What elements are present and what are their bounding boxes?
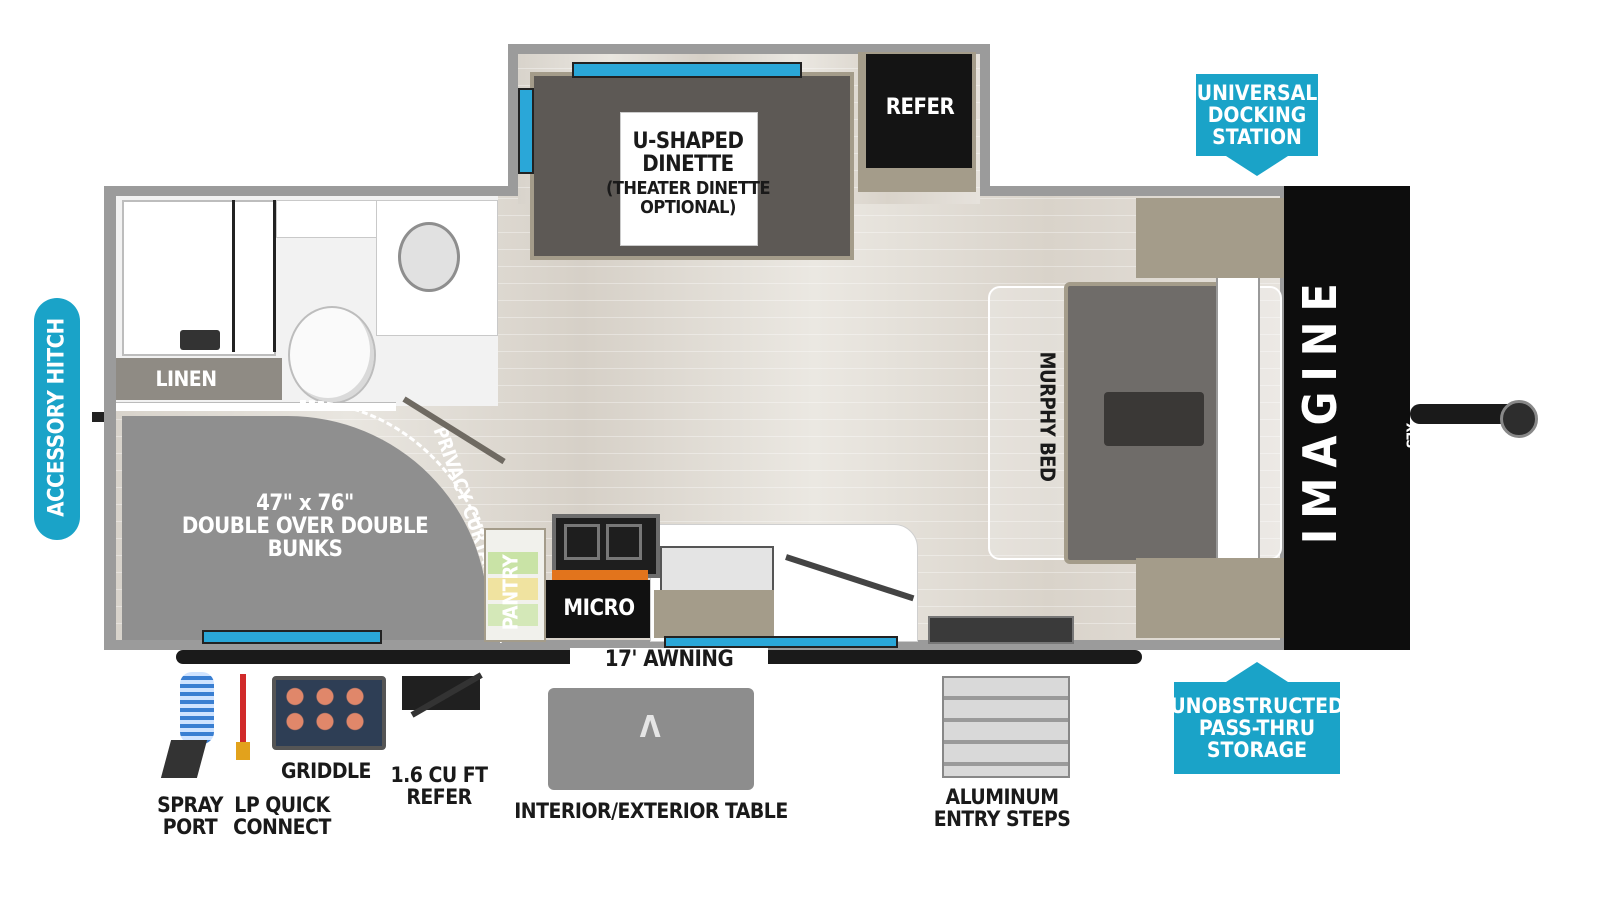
refer-label: REFER	[885, 95, 955, 120]
pass-thru-storage-bottom	[1136, 558, 1284, 638]
table-label: INTERIOR/EXTERIOR TABLE	[514, 799, 788, 823]
bath-wall	[116, 402, 396, 411]
kitchen-window	[664, 636, 898, 648]
awning-label: 17' AWNING	[570, 648, 768, 671]
hitch	[1410, 404, 1524, 424]
dinette-note-label: (THEATER DINETTE OPTIONAL)	[605, 178, 771, 218]
refer-body	[866, 54, 972, 168]
toilet-icon	[288, 306, 376, 404]
micro	[546, 580, 650, 638]
sofa-console-icon	[1104, 392, 1204, 446]
unobstructed-pass-thru-storage-callout: UNOBSTRUCTED PASS-THRU STORAGE	[1170, 682, 1344, 774]
table-logo-icon: Λ	[639, 710, 661, 745]
griddle-label: GRIDDLE	[281, 759, 371, 783]
griddle-surface	[280, 684, 372, 734]
accessory-hitch-label: ACCESSORY HITCH	[44, 318, 70, 517]
entry-mat	[928, 616, 1074, 644]
rear-hitch-mount	[92, 412, 104, 422]
universal-docking-station-callout: UNIVERSAL DOCKING STATION	[1196, 74, 1318, 156]
lp-quick-connect-label: LP QUICK CONNECT	[233, 793, 331, 840]
entry-steps-label: ALUMINUM ENTRY STEPS	[933, 785, 1071, 832]
pass-thru-callout-arrow	[1226, 662, 1288, 682]
outdoor-refer-label: 1.6 CU FT REFER	[390, 763, 488, 810]
pass-thru-storage-top	[1136, 198, 1284, 278]
spray-port-hose-icon	[180, 672, 214, 744]
accessory-hitch-callout	[34, 298, 80, 540]
micro-label: MICRO	[563, 596, 635, 621]
oven-strip	[552, 570, 648, 580]
linen-label: LINEN	[155, 367, 217, 391]
murphy-mattress	[1216, 270, 1260, 566]
kitchen-base-cabinet	[654, 590, 774, 638]
dinette-window	[572, 62, 802, 78]
interior-exterior-table	[548, 688, 754, 790]
bath-sink-icon	[398, 222, 460, 292]
brand-logo: IMAGINE	[1292, 273, 1347, 545]
dinette-label: U-SHAPED DINETTE	[632, 129, 744, 178]
entry-steps	[942, 676, 1070, 778]
dinette-table	[620, 112, 758, 246]
lp-fitting-icon	[236, 742, 250, 760]
stove-burner-icon	[564, 524, 600, 560]
pantry-label: PANTRY	[498, 554, 523, 631]
lp-line-icon	[240, 674, 246, 750]
shower-glass	[232, 200, 276, 352]
pantry-shelf-yellow	[488, 578, 538, 600]
shower-fixture-icon	[180, 330, 220, 350]
stove-burner-icon	[606, 524, 642, 560]
dinette-side-window	[518, 88, 534, 174]
linen-cabinet	[116, 358, 282, 400]
spray-nozzle-icon	[160, 740, 208, 778]
pantry-shelf-green-lower	[488, 604, 538, 626]
pantry-shelf-green	[488, 552, 538, 574]
bunk-window	[202, 630, 382, 644]
front-cap	[1284, 186, 1410, 650]
docking-callout-arrow	[1226, 156, 1288, 176]
hitch-ball-icon	[1500, 400, 1538, 438]
murphy-bed-label: MURPHY BED	[1035, 351, 1060, 482]
spray-port-label: SPRAY PORT	[157, 793, 223, 840]
